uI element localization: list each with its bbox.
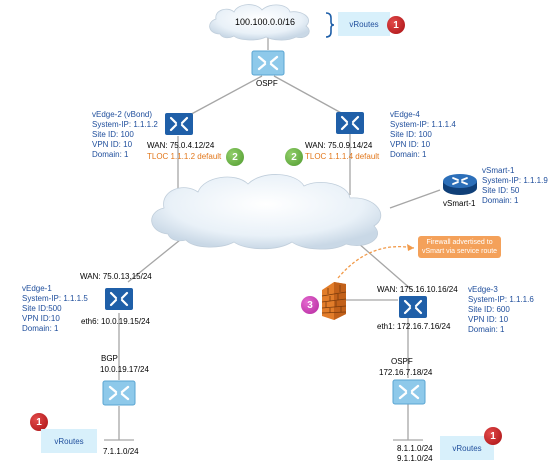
vedge3-site-id: Site ID: 600 [468, 305, 510, 314]
vedge1-wan-label: WAN: 75.0.13.15/24 [80, 272, 152, 281]
vedge4-vpn-id: VPN ID: 10 [390, 140, 431, 149]
vsmart-info: vSmart-1 System-IP: 1.1.1.9 Site ID: 50 … [482, 166, 548, 206]
vedge1-name: vEdge-1 [22, 284, 52, 293]
ospf-router-icon [251, 50, 285, 76]
top-ospf-label: OSPF [256, 79, 278, 88]
firewall-callout: Firewall advertised to vSmart via servic… [418, 236, 502, 258]
vedge2-name: vEdge-2 (vBond) [92, 110, 153, 119]
vsmart-label: vSmart-1 [443, 199, 476, 208]
vedge1-vpn-id: VPN ID:10 [22, 314, 60, 323]
bgp-router-icon [102, 380, 136, 406]
vedge4-wan-label: WAN: 75.0.9.14/24 [305, 141, 373, 150]
vsmart-domain: Domain: 1 [482, 196, 519, 205]
top-badge: 1 [387, 16, 405, 34]
vedge2-vpn-id: VPN ID: 10 [92, 140, 133, 149]
vedge2-tloc-label: TLOC 1.1.1.2 default [147, 152, 222, 161]
firewall-icon [321, 282, 347, 320]
vedge2-badge: 2 [226, 148, 244, 166]
vedge3-router-icon [399, 296, 427, 318]
vedge1-domain: Domain: 1 [22, 324, 59, 333]
vedge4-site-id: Site ID: 100 [390, 130, 432, 139]
vedge3-subnet-1: 8.1.1.0/24 [397, 444, 433, 453]
wan-cloud-icon [151, 174, 382, 250]
vedge4-tloc-label: TLOC 1.1.1.4 default [305, 152, 380, 161]
vedge2-site-id: Site ID: 100 [92, 130, 134, 139]
vedge1-peer-label: 10.0.19.17/24 [100, 365, 149, 374]
vedge2-system-ip: System-IP: 1.1.1.2 [92, 120, 158, 129]
vedge4-domain: Domain: 1 [390, 150, 427, 159]
vedge3-name: vEdge-3 [468, 285, 498, 294]
vedge3-wan-label: WAN: 175.16.10.16/24 [377, 285, 458, 294]
vedge2-wan-label: WAN: 75.0.4.12/24 [147, 141, 215, 150]
vedge1-site-id: Site ID:500 [22, 304, 62, 313]
top-cloud-icon [209, 4, 310, 41]
top-network-label: 100.100.0.0/16 [235, 17, 296, 27]
vedge3-info: vEdge-3 System-IP: 1.1.1.6 Site ID: 600 … [468, 285, 534, 335]
vsmart-name: vSmart-1 [482, 166, 515, 175]
vedge1-router-icon [105, 288, 133, 310]
vedge3-peer-label: 172.16.7.18/24 [379, 368, 433, 377]
vedge3-domain: Domain: 1 [468, 325, 505, 334]
vedge1-eth-label: eth6: 10.0.19.15/24 [81, 317, 150, 326]
vedge3-vpn-id: VPN ID: 10 [468, 315, 509, 324]
vedge1-bgp-label: BGP [101, 354, 118, 363]
vedge3-subnet-2: 9.1.1.0/24 [397, 454, 433, 463]
vedge3-badge: 1 [484, 427, 502, 445]
vedge2-info: vEdge-2 (vBond) System-IP: 1.1.1.2 Site … [92, 110, 158, 160]
vedge4-name: vEdge-4 [390, 110, 420, 119]
vsmart-site-id: Site ID: 50 [482, 186, 520, 195]
top-vroutes-box: vRoutes [338, 12, 390, 36]
vedge1-subnet-label: 7.1.1.0/24 [103, 447, 139, 456]
vedge1-vroutes-box: vRoutes [41, 429, 97, 453]
vedge4-info: vEdge-4 System-IP: 1.1.1.4 Site ID: 100 … [390, 110, 456, 160]
firewall-callout-line1: Firewall advertised to [426, 239, 493, 246]
vedge1-info: vEdge-1 System-IP: 1.1.1.5 Site ID:500 V… [22, 284, 88, 334]
vedge3-system-ip: System-IP: 1.1.1.6 [468, 295, 534, 304]
vedge3-ospf-label: OSPF [391, 357, 413, 366]
vedge2-domain: Domain: 1 [92, 150, 129, 159]
vedge1-system-ip: System-IP: 1.1.1.5 [22, 294, 88, 303]
firewall-badge: 3 [301, 296, 319, 314]
vsmart-system-ip: System-IP: 1.1.1.9 [482, 176, 548, 185]
vedge2-router-icon [165, 113, 193, 135]
vedge1-badge: 1 [30, 413, 48, 431]
vedge4-system-ip: System-IP: 1.1.1.4 [390, 120, 456, 129]
vedge3-eth-label: eth1: 172.16.7.16/24 [377, 322, 451, 331]
vedge4-router-icon [336, 112, 364, 134]
ospf-lan-router-icon [392, 379, 426, 405]
vsmart-router-icon [443, 174, 477, 195]
vedge3-subnets: 8.1.1.0/24 9.1.1.0/24 [397, 444, 433, 464]
firewall-callout-line2: vSmart via service route [422, 248, 498, 255]
vedge4-badge: 2 [285, 148, 303, 166]
